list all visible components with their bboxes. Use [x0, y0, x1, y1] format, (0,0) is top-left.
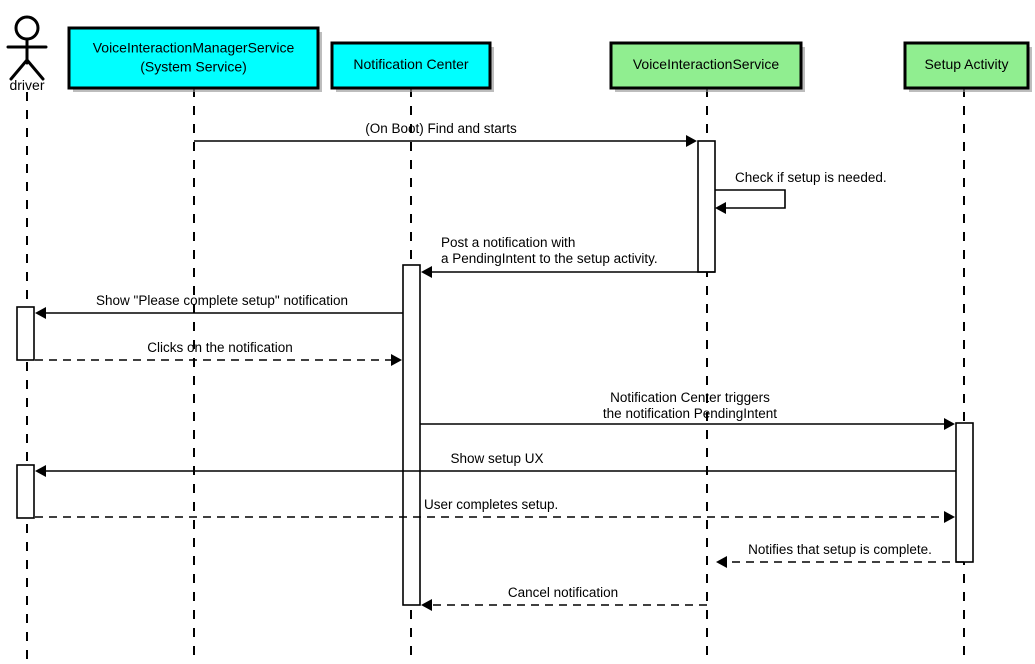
message-label-line: (On Boot) Find and starts	[365, 121, 517, 136]
arrowhead-icon	[421, 266, 432, 278]
message-label-line: Check if setup is needed.	[735, 170, 887, 185]
arrowhead-icon	[944, 511, 955, 523]
message-label-line: a PendingIntent to the setup activity.	[441, 251, 658, 266]
arrowhead-icon	[391, 354, 402, 366]
msg-on-boot-find-and-starts[interactable]: (On Boot) Find and starts	[194, 121, 697, 147]
message-label-line: User completes setup.	[424, 497, 558, 512]
participant-label-line1: VoiceInteractionService	[633, 56, 780, 72]
arrowhead-icon	[716, 556, 727, 568]
activation-bar-notification_center	[402, 264, 421, 606]
activation-bar-driver	[16, 464, 35, 519]
msg-user-completes-setup[interactable]: User completes setup.	[35, 497, 955, 523]
participant-box-vis[interactable]: VoiceInteractionService	[609, 41, 805, 92]
message-label-line: Post a notification with	[441, 235, 575, 250]
message-label-line: Cancel notification	[508, 585, 618, 600]
msg-clicks-on-the-notification[interactable]: Clicks on the notification	[35, 340, 402, 366]
arrowhead-icon	[715, 202, 726, 214]
self-call-path	[715, 189, 786, 209]
participant-headers-layer: driver VoiceInteractionManagerService (Sy…	[6, 15, 1032, 93]
participant-box-vims[interactable]: VoiceInteractionManagerService (System Se…	[67, 26, 322, 92]
arrowhead-icon	[35, 307, 46, 319]
message-label-line: Notifies that setup is complete.	[748, 542, 932, 557]
message-label-line: the notification PendingIntent	[603, 406, 777, 421]
msg-cancel-notification[interactable]: Cancel notification	[421, 585, 707, 611]
activation-bar-driver	[16, 306, 35, 361]
msg-notifies-that-setup-is-complete[interactable]: Notifies that setup is complete.	[716, 542, 964, 568]
message-label-line: Notification Center triggers	[610, 390, 770, 405]
actor-left-leg-icon	[9, 58, 29, 81]
actor-head-icon	[14, 15, 40, 41]
participant-label-line1: Notification Center	[353, 56, 469, 72]
participant-box-notification_center[interactable]: Notification Center	[330, 41, 494, 92]
arrowhead-icon	[686, 135, 697, 147]
participant-box-setup_activity[interactable]: Setup Activity	[903, 41, 1032, 92]
participant-box-rect	[609, 41, 803, 90]
message-label-line: Clicks on the notification	[147, 340, 293, 355]
participant-box-rect	[903, 41, 1030, 90]
msg-check-if-setup-is-needed[interactable]: Check if setup is needed.	[715, 170, 887, 214]
message-label-line: Show setup UX	[450, 451, 543, 466]
arrowhead-icon	[944, 418, 955, 430]
msg-show-setup-ux[interactable]: Show setup UX	[35, 451, 956, 477]
actor-driver-label: driver	[9, 77, 44, 93]
participant-box-rect	[67, 26, 320, 90]
message-label-line: Show "Please complete setup" notificatio…	[96, 293, 348, 308]
arrowhead-icon	[35, 465, 46, 477]
actor-right-leg-icon	[25, 58, 45, 81]
participant-label-line1: Setup Activity	[924, 56, 1008, 72]
activation-bar-setup_activity	[955, 422, 974, 563]
activation-bars-layer	[16, 140, 974, 606]
participant-box-rect	[330, 41, 492, 90]
arrowhead-icon	[421, 599, 432, 611]
actor-driver[interactable]: driver	[6, 15, 48, 93]
msg-show-please-complete-setup-notification[interactable]: Show "Please complete setup" notificatio…	[35, 293, 403, 319]
participant-label-line2: (System Service)	[140, 59, 247, 75]
activation-bar-vis	[697, 140, 716, 273]
participant-label-line1: VoiceInteractionManagerService	[93, 40, 295, 56]
